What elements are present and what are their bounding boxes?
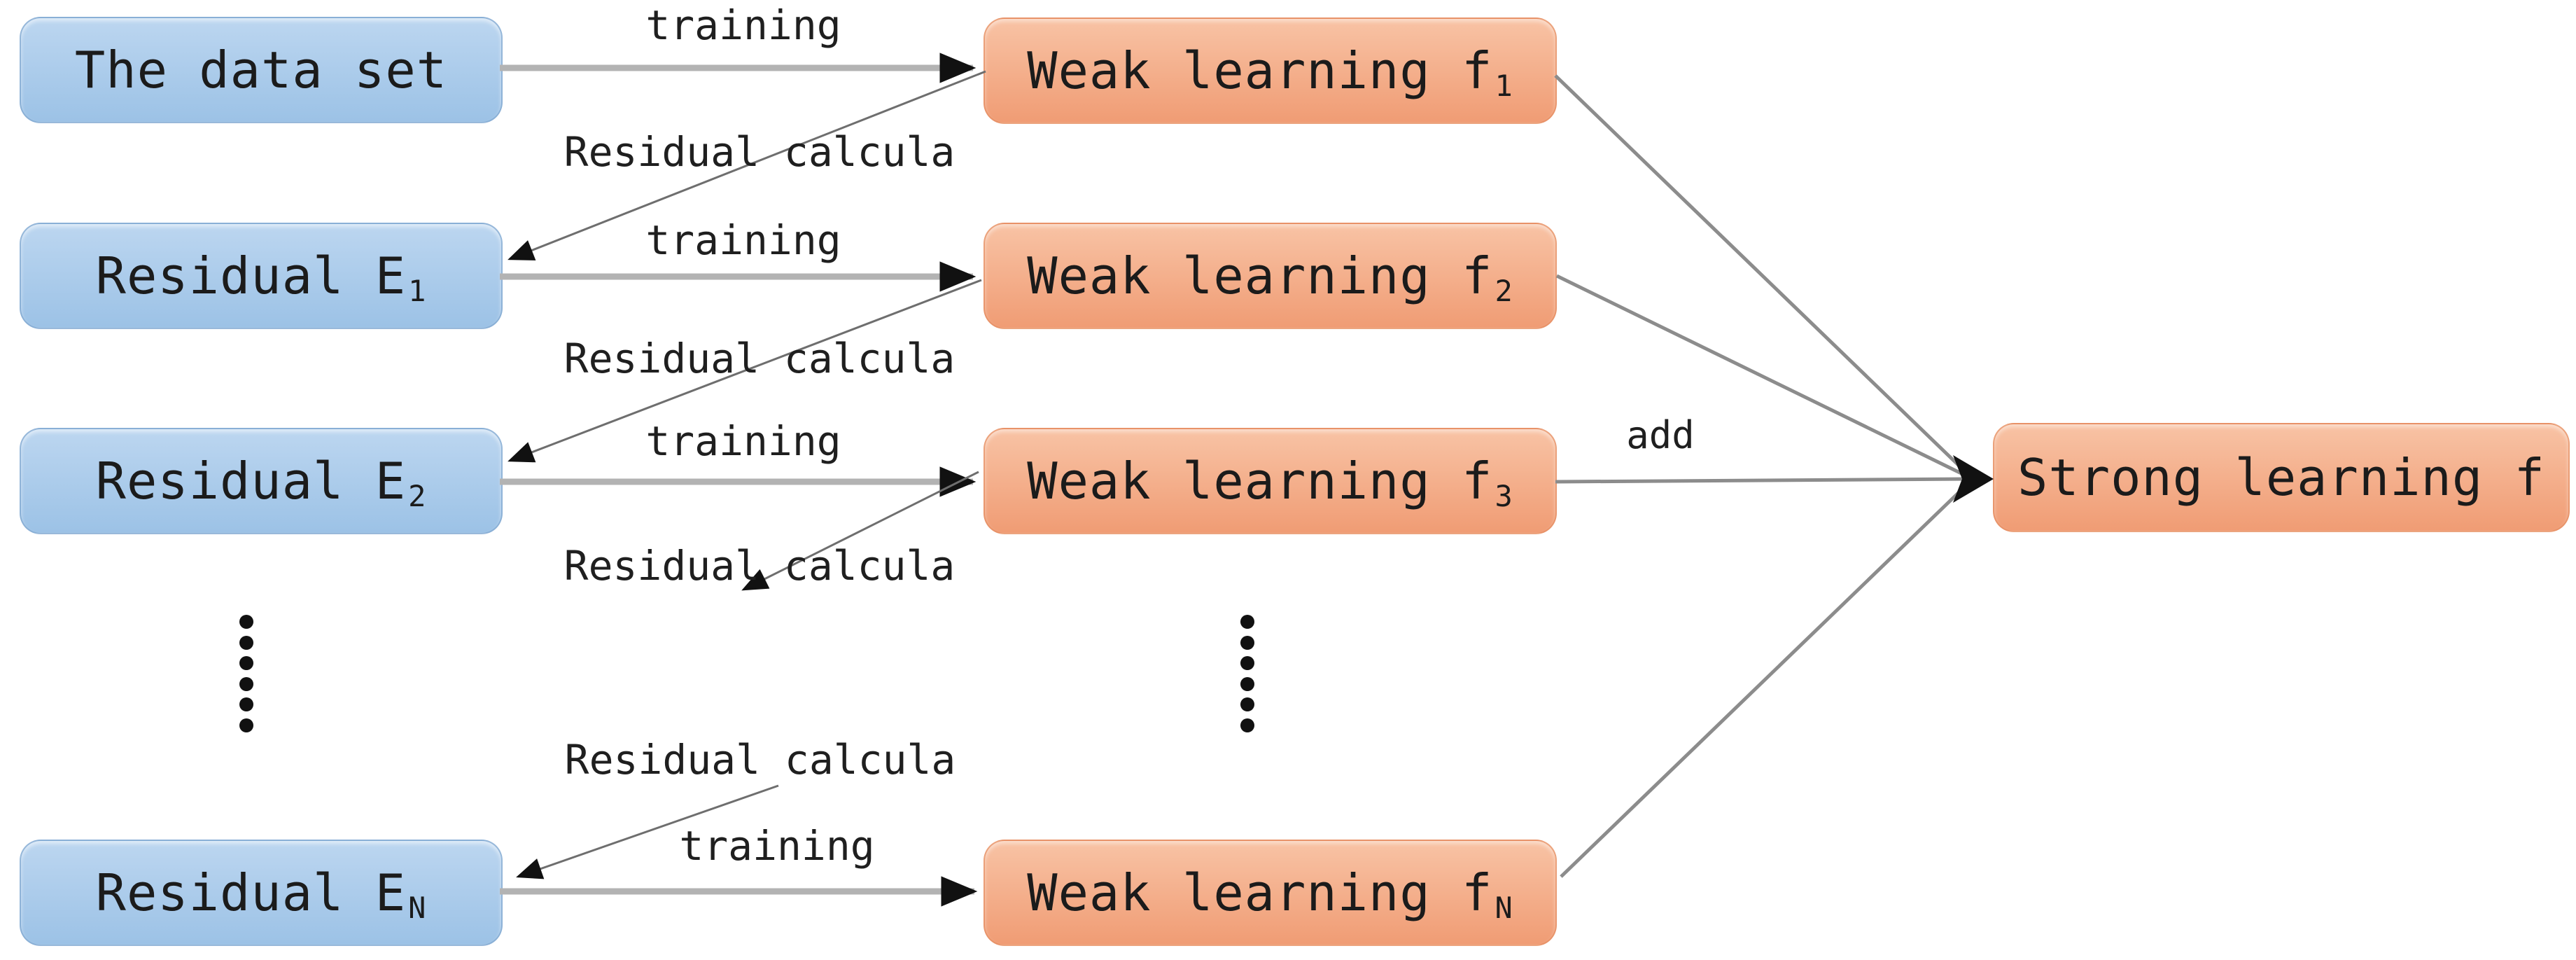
node-weak-n-label: Weak learning f [1027, 863, 1493, 922]
edge-label-training-n: training [679, 822, 875, 870]
node-strong-label: Strong learning f [2017, 448, 2545, 507]
node-strong: Strong learning f [1993, 423, 2570, 532]
node-residual-n-subscript: N [408, 891, 427, 925]
node-weak-n-subscript: N [1494, 891, 1513, 925]
merge-arrowhead [1953, 455, 1994, 503]
node-residual-1-label: Residual E [95, 246, 407, 305]
node-weak-2-subscript: 2 [1494, 274, 1513, 308]
edge-label-training-2: training [645, 216, 841, 264]
merge-line-n [1560, 482, 1970, 878]
edge-label-residual-calc-2: Residual calcula [564, 335, 955, 382]
merge-line-3 [1555, 477, 1969, 484]
merge-line-2 [1555, 274, 1970, 479]
node-residual-1-subscript: 1 [408, 274, 427, 308]
node-weak-3-label: Weak learning f [1027, 452, 1493, 510]
node-weak-3-subscript: 3 [1494, 479, 1513, 513]
node-residual-n-label: Residual E [95, 863, 407, 922]
node-residual-2-subscript: 2 [408, 479, 427, 513]
edge-label-residual-calc-n: Residual calcula [564, 736, 956, 784]
edge-label-training-1: training [645, 1, 841, 49]
node-dataset: The data set [20, 17, 503, 123]
vertical-ellipsis-middle [1240, 615, 1254, 732]
node-weak-1-label: Weak learning f [1027, 41, 1493, 100]
edge-label-training-3: training [645, 417, 841, 465]
vertical-ellipsis-left [239, 615, 253, 732]
edge-label-residual-calc-1: Residual calcula [564, 128, 955, 176]
merge-line-1 [1554, 74, 1970, 476]
node-weak-1-subscript: 1 [1494, 69, 1513, 103]
edge-label-residual-calc-3: Residual calcula [564, 542, 955, 590]
node-residual-2-label: Residual E [95, 452, 407, 510]
node-weak-2-label: Weak learning f [1027, 246, 1493, 305]
node-dataset-label: The data set [74, 41, 448, 99]
edge-label-add: add [1626, 413, 1695, 457]
